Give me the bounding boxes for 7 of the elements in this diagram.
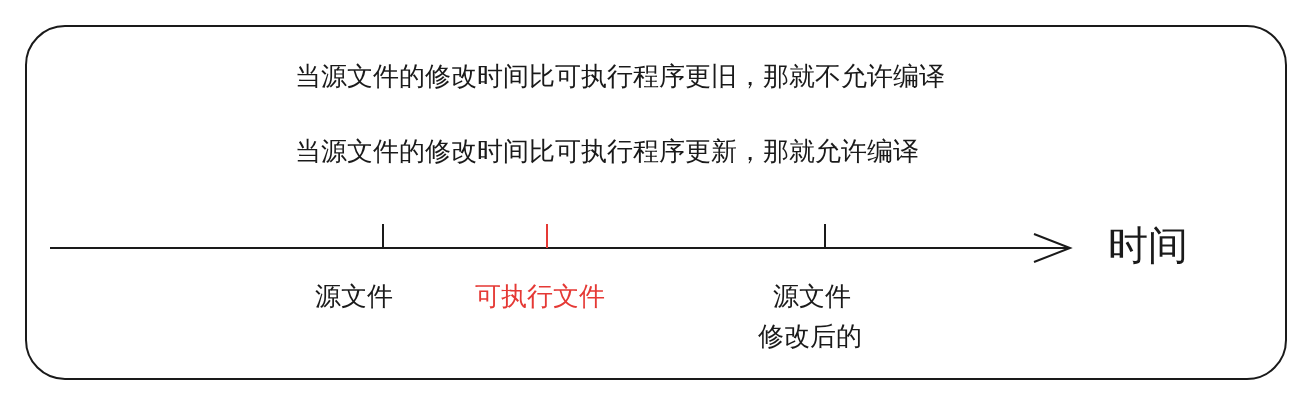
axis-label: 时间 (1108, 221, 1188, 270)
tick-label: 源文件 (773, 280, 851, 313)
note-text: 当源文件的修改时间比可执行程序更新，那就允许编译 (295, 135, 919, 168)
note-text: 当源文件的修改时间比可执行程序更旧，那就不允许编译 (295, 60, 945, 93)
tick-label: 修改后的 (758, 320, 862, 353)
tick-label: 可执行文件 (475, 280, 605, 313)
tick-label: 源文件 (315, 280, 393, 313)
